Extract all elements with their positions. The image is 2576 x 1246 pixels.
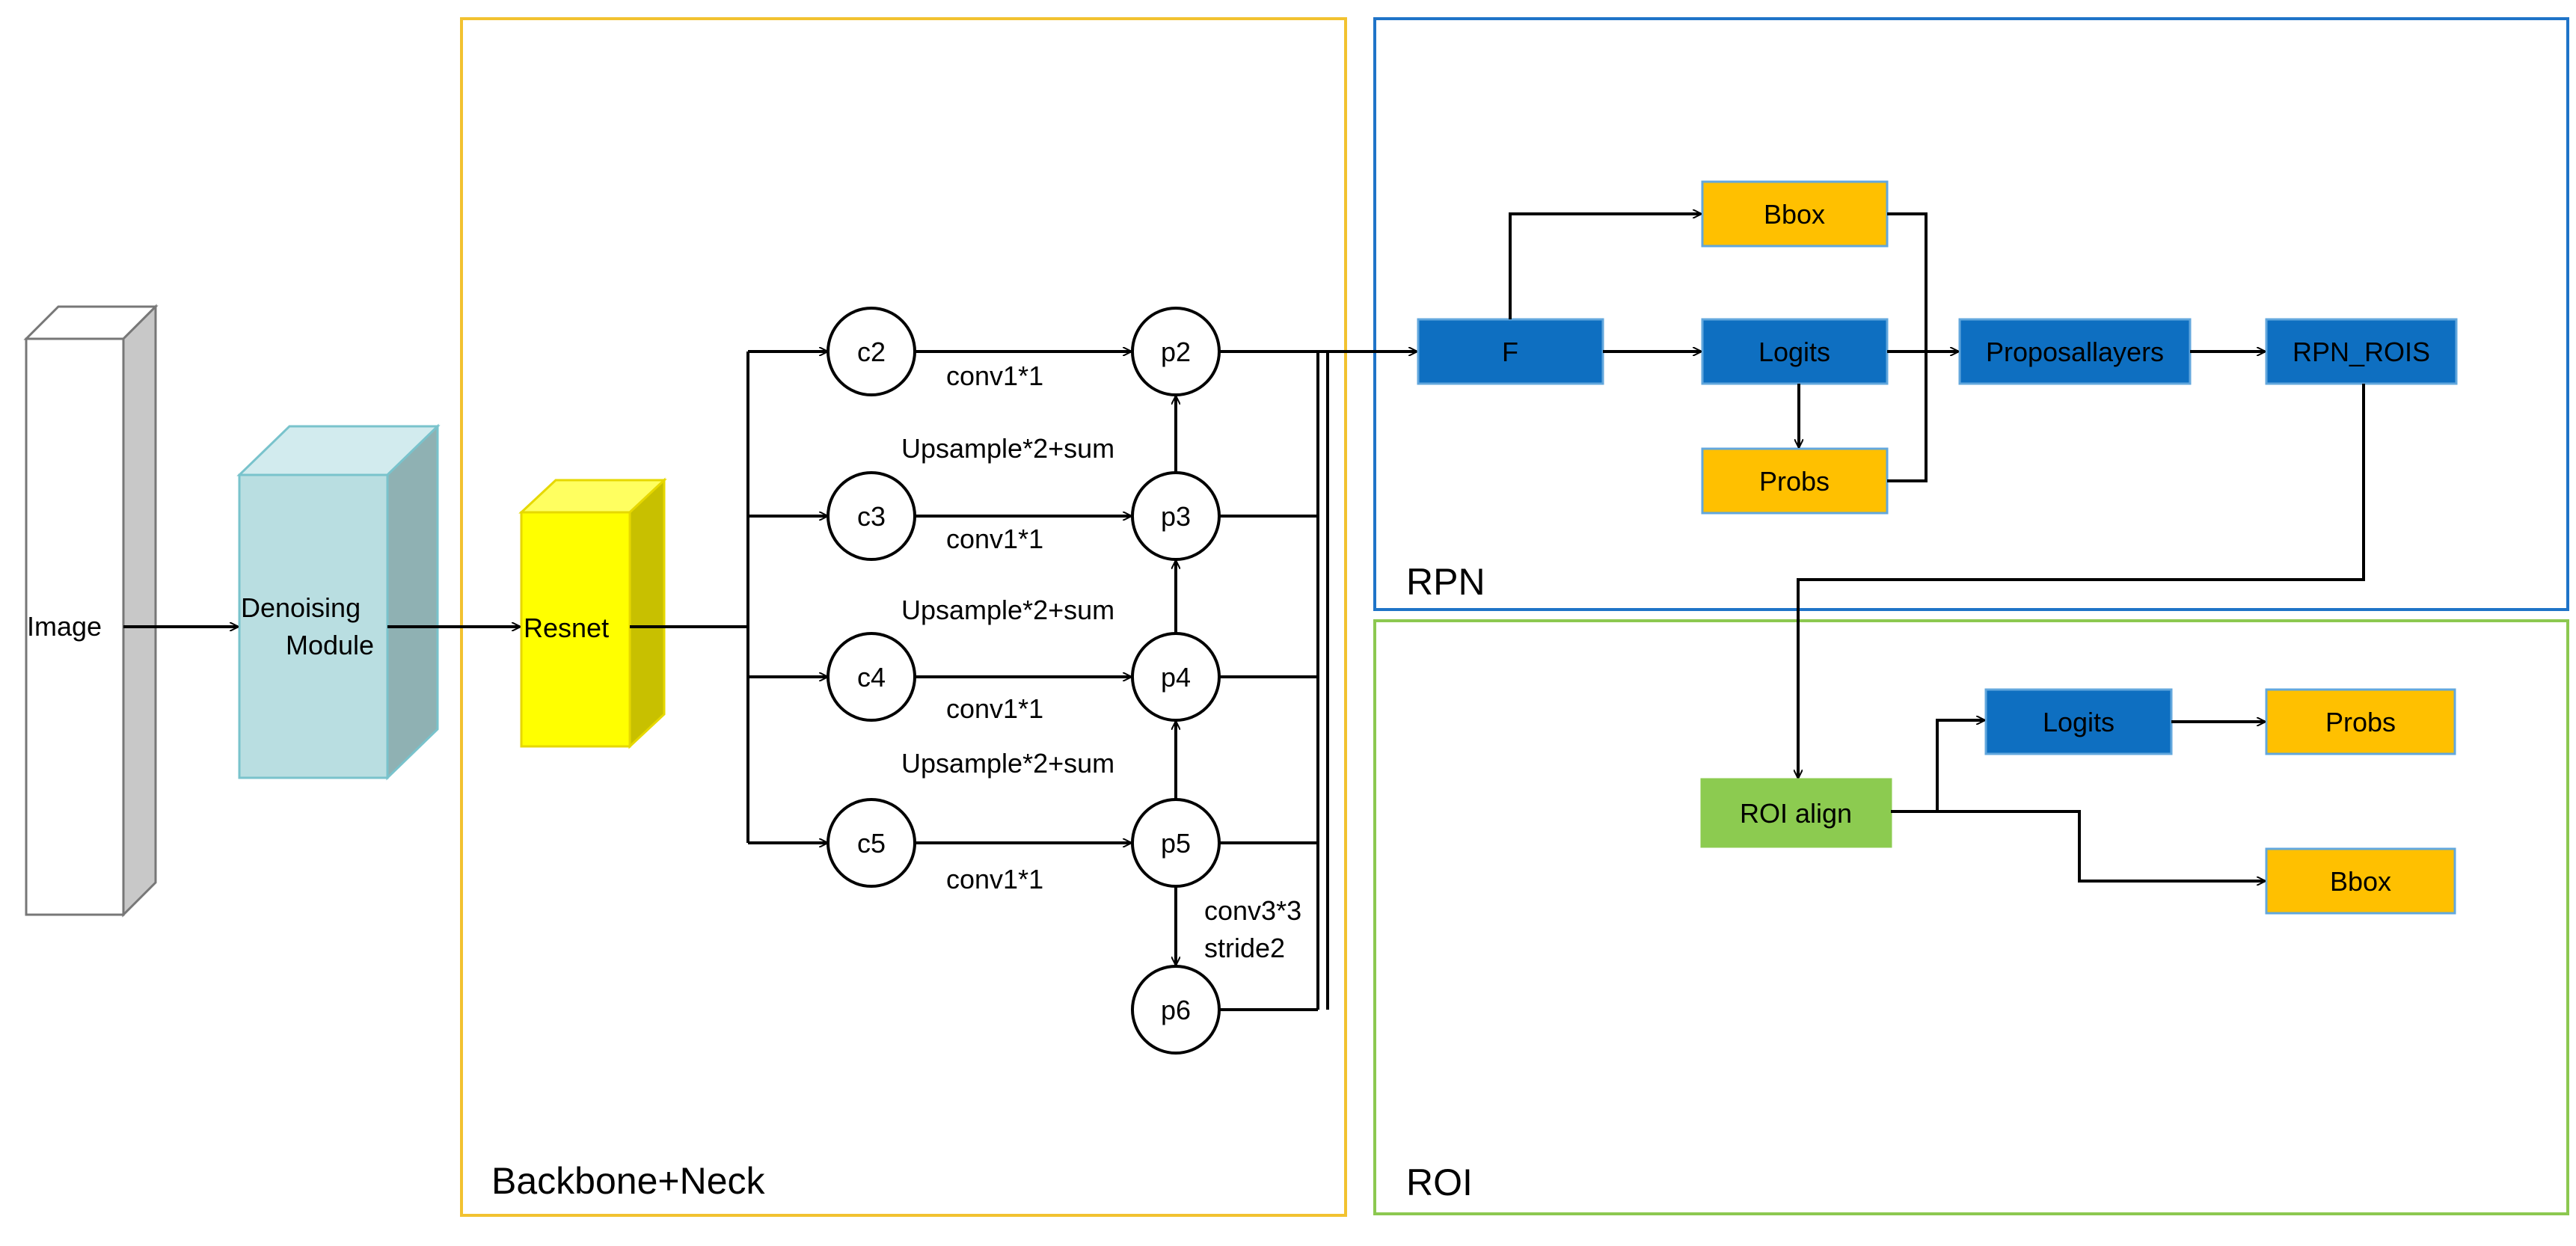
svg-text:Bbox: Bbox bbox=[2330, 866, 2391, 897]
rpn-proposal-box: Proposallayers bbox=[1958, 318, 2192, 385]
label-conv33-line1: conv3*3 bbox=[1204, 895, 1301, 926]
svg-text:c2: c2 bbox=[857, 337, 886, 367]
svg-text:Probs: Probs bbox=[1759, 466, 1830, 497]
svg-text:c3: c3 bbox=[857, 501, 886, 532]
rpn-logits-box: Logits bbox=[1701, 318, 1889, 385]
node-c4: c4 bbox=[827, 632, 916, 722]
node-p4: p4 bbox=[1131, 632, 1221, 722]
node-p2: p2 bbox=[1131, 307, 1221, 396]
roi-frame bbox=[1373, 619, 2569, 1215]
node-p6: p6 bbox=[1131, 965, 1221, 1055]
label-upsample-p5: Upsample*2+sum bbox=[901, 748, 1114, 779]
node-p3: p3 bbox=[1131, 471, 1221, 561]
backbone-neck-frame bbox=[460, 17, 1347, 1217]
label-conv-c4: conv1*1 bbox=[946, 693, 1043, 724]
rpn-f-box: F bbox=[1417, 318, 1604, 385]
svg-text:p4: p4 bbox=[1161, 662, 1191, 693]
svg-text:c5: c5 bbox=[857, 828, 886, 859]
roi-bbox-box: Bbox bbox=[2265, 847, 2456, 915]
label-conv33-line2: stride2 bbox=[1204, 933, 1285, 963]
node-c3: c3 bbox=[827, 471, 916, 561]
svg-text:Probs: Probs bbox=[2325, 707, 2396, 737]
svg-text:p6: p6 bbox=[1161, 995, 1191, 1025]
denoising-module-block: Denoising Module bbox=[236, 423, 441, 781]
label-conv-c3: conv1*1 bbox=[946, 524, 1043, 554]
roi-align-box: ROI align bbox=[1700, 778, 1892, 848]
arrow-roialign-to-logits bbox=[1891, 720, 1984, 813]
rpn-rois-box: RPN_ROIS bbox=[2265, 318, 2458, 385]
rpn-label: RPN bbox=[1406, 561, 1485, 603]
svg-text:F: F bbox=[1502, 337, 1518, 367]
rpn-bbox-box: Bbox bbox=[1701, 180, 1889, 248]
label-upsample-p4: Upsample*2+sum bbox=[901, 595, 1114, 625]
svg-text:Bbox: Bbox bbox=[1764, 199, 1825, 230]
arrow-roialign-to-bbox bbox=[1891, 810, 2265, 881]
resnet-label: Resnet bbox=[524, 613, 609, 643]
node-c2: c2 bbox=[827, 307, 916, 396]
rpn-frame bbox=[1373, 17, 2569, 611]
rpn-probs-box: Probs bbox=[1701, 447, 1889, 515]
svg-text:Logits: Logits bbox=[2043, 707, 2115, 737]
label-upsample-p3: Upsample*2+sum bbox=[901, 433, 1114, 464]
backbone-neck-label: Backbone+Neck bbox=[491, 1160, 766, 1202]
arrow-rois-to-roialign bbox=[1798, 384, 2365, 778]
svg-text:Proposallayers: Proposallayers bbox=[1986, 337, 2164, 367]
label-conv-c5: conv1*1 bbox=[946, 864, 1043, 894]
node-p5: p5 bbox=[1131, 798, 1221, 888]
label-conv-c2: conv1*1 bbox=[946, 360, 1043, 391]
svg-text:ROI align: ROI align bbox=[1740, 798, 1852, 829]
image-block: Image bbox=[23, 304, 159, 918]
denoising-label-line2: Module bbox=[286, 630, 374, 660]
resnet-block: Resnet bbox=[518, 477, 667, 749]
svg-text:c4: c4 bbox=[857, 662, 886, 693]
image-label: Image bbox=[27, 611, 102, 642]
svg-text:p5: p5 bbox=[1161, 828, 1191, 859]
arrow-f-to-bbox bbox=[1509, 214, 1701, 319]
line-bbox-to-merge bbox=[1887, 212, 1928, 482]
roi-logits-box: Logits bbox=[1984, 688, 2173, 755]
roi-probs-box: Probs bbox=[2265, 688, 2456, 755]
roi-label: ROI bbox=[1406, 1161, 1473, 1203]
svg-text:RPN_ROIS: RPN_ROIS bbox=[2293, 337, 2430, 367]
svg-text:p2: p2 bbox=[1161, 337, 1191, 367]
svg-text:p3: p3 bbox=[1161, 501, 1191, 532]
node-c5: c5 bbox=[827, 798, 916, 888]
svg-text:Logits: Logits bbox=[1758, 337, 1830, 367]
denoising-label-line1: Denoising bbox=[241, 592, 361, 623]
